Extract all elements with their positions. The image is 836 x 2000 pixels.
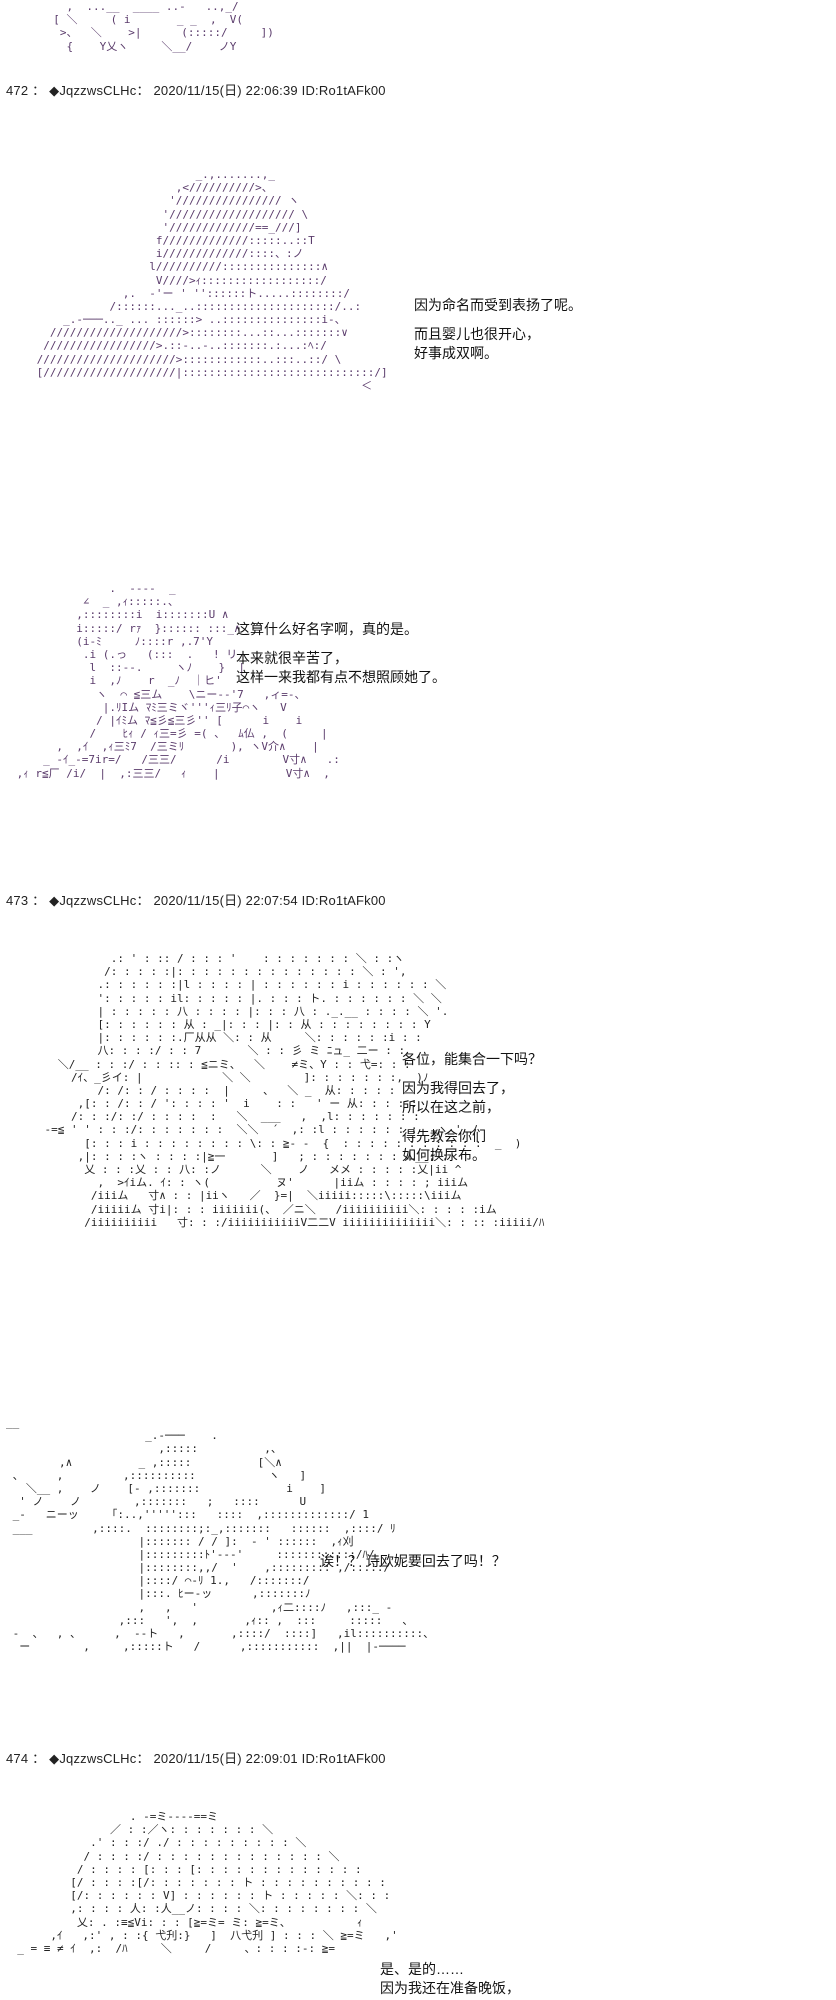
dialogue-472b: 这算什么好名字啊，真的是。 本来就很辛苦了， 这样一来我都有点不想照顾她了。 xyxy=(236,620,446,687)
post-number: 474 xyxy=(6,1751,29,1766)
dialogue-line: 本来就很辛苦了， xyxy=(236,650,348,666)
post-datetime: 2020/11/15(日) 22:09:01 xyxy=(153,1751,298,1766)
dialogue-473b: 诶！？ 诗欧妮要回去了吗！？ xyxy=(320,1552,506,1571)
ascii-art-maid-2: . -=ミ----==ミ ／ : :／ヽ: : : : : : : ＼ .' :… xyxy=(17,1810,398,1955)
post-id: ID:Ro1tAFk00 xyxy=(301,893,386,908)
ascii-art-hooded-figure: _.,.......,_ ,<//////////>、 '///////////… xyxy=(36,168,388,392)
ascii-art-top: , ...__ ____ ..- ..,_/ [ ＼ ( i _ _ , V( … xyxy=(53,0,274,53)
post-author: ◆JqzzwsCLHc xyxy=(49,83,137,98)
dialogue-472a: 因为命名而受到表扬了呢。 而且婴儿也很开心， 好事成双啊。 xyxy=(414,296,582,363)
post-author: ◆JqzzwsCLHc xyxy=(49,1751,137,1766)
dialogue-474a: 是、是的…… 因为我还在准备晚饭， xyxy=(380,1960,520,1998)
ascii-art-maid: .: ' : :: / : : : ' : : : : : : : ＼ : :ヽ… xyxy=(44,952,545,1229)
post-id: ID:Ro1tAFk00 xyxy=(301,1751,386,1766)
dialogue-line: 这算什么好名字啊，真的是。 xyxy=(236,621,418,637)
post-author: ◆JqzzwsCLHc xyxy=(49,893,137,908)
post-datetime: 2020/11/15(日) 22:06:39 xyxy=(153,83,298,98)
post-header-474: 474 ： ◆JqzzwsCLHc： 2020/11/15(日) 22:09:0… xyxy=(6,1751,386,1766)
post-datetime: 2020/11/15(日) 22:07:54 xyxy=(153,893,298,908)
post-number: 473 xyxy=(6,893,29,908)
dialogue-line: 因为我得回去了， xyxy=(402,1080,514,1096)
dialogue-line: 所以在这之前， xyxy=(402,1099,500,1115)
dialogue-line: 诶！？ 诗欧妮要回去了吗！？ xyxy=(320,1553,506,1569)
ascii-art-surprised-girl: __ _.-─── . ,::::: ,、 ,∧ _ ,::::: [＼∧ 、 … xyxy=(6,1416,435,1654)
dialogue-line: 得先教会你们 xyxy=(402,1128,486,1144)
dialogue-line: 好事成双啊。 xyxy=(414,345,498,361)
ascii-art-girl-1: . ---- _ ∠ _ ,ｨ:::::.、 ,::::::::i i:::::… xyxy=(16,582,340,780)
post-id: ID:Ro1tAFk00 xyxy=(301,83,386,98)
dialogue-line: 是、是的…… xyxy=(380,1961,464,1977)
dialogue-line: 各位，能集合一下吗？ xyxy=(402,1051,542,1067)
dialogue-line: 而且婴儿也很开心， xyxy=(414,326,540,342)
dialogue-line: 因为我还在准备晚饭， xyxy=(380,1980,520,1996)
post-header-473: 473 ： ◆JqzzwsCLHc： 2020/11/15(日) 22:07:5… xyxy=(6,893,386,908)
dialogue-line: 如何换尿布。 xyxy=(402,1147,486,1163)
dialogue-473a: 各位，能集合一下吗？ 因为我得回去了， 所以在这之前， 得先教会你们 如何换尿布… xyxy=(402,1050,542,1165)
dialogue-line: 因为命名而受到表扬了呢。 xyxy=(414,297,582,313)
dialogue-line: 这样一来我都有点不想照顾她了。 xyxy=(236,669,446,685)
post-header-472: 472 ： ◆JqzzwsCLHc： 2020/11/15(日) 22:06:3… xyxy=(6,83,386,98)
post-number: 472 xyxy=(6,83,29,98)
